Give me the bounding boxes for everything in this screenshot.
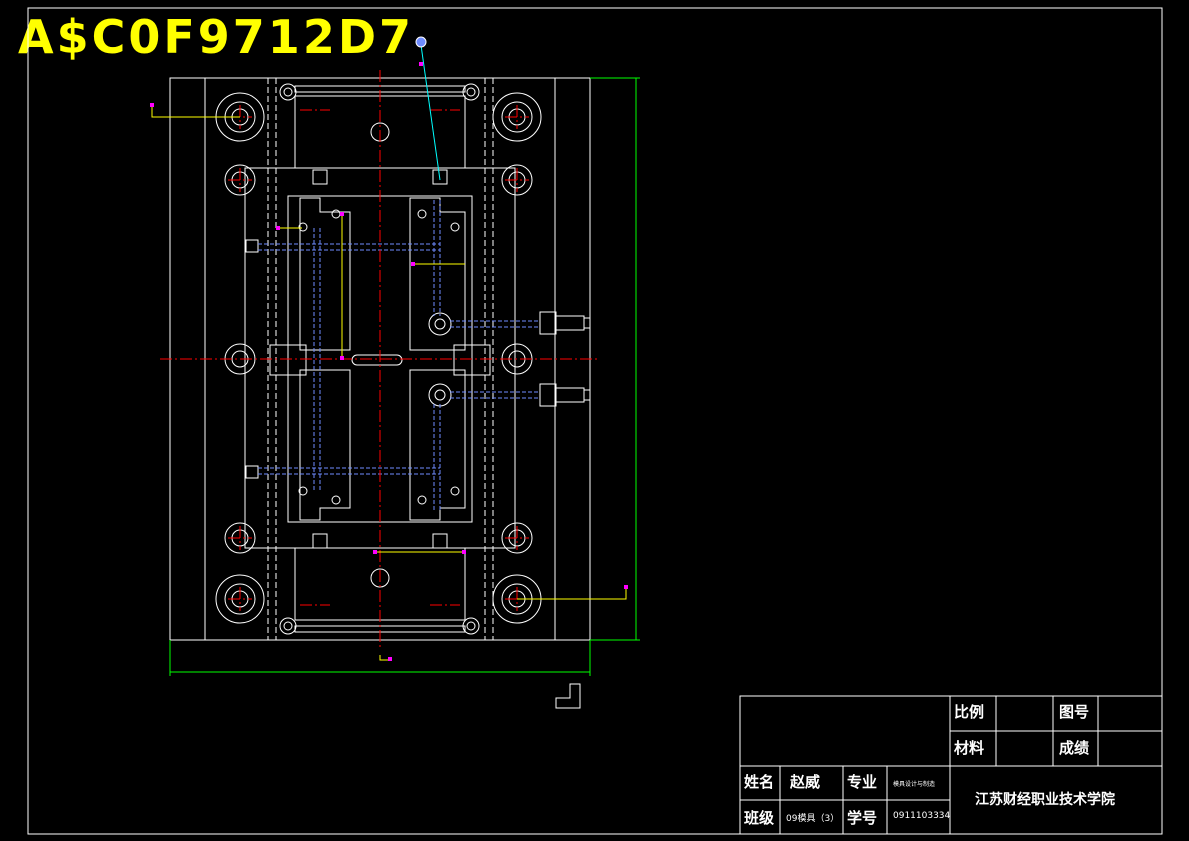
guide-pin-tr <box>492 92 542 142</box>
major-value: 模具设计与制造 <box>893 781 936 788</box>
reference-markers <box>150 62 628 661</box>
guide-pin-bl <box>215 574 265 624</box>
name-label: 姓名 <box>744 773 775 791</box>
class-label: 班级 <box>744 809 775 827</box>
centerlines <box>160 70 600 650</box>
student-no-value: 0911103334 <box>893 811 951 821</box>
leader-cyan <box>420 44 441 181</box>
major-label: 专业 <box>847 773 878 791</box>
cooling-channels <box>258 200 540 510</box>
reference-balloon <box>415 36 427 48</box>
drawing-no-label: 图号 <box>1059 703 1090 721</box>
slider-right <box>453 344 491 376</box>
class-value: 09模具（3） <box>786 814 840 824</box>
drawing-border <box>27 7 1163 835</box>
name-value: 赵威 <box>790 773 821 791</box>
dimension-lines <box>169 77 640 676</box>
cooling-fitting-lower <box>539 383 557 407</box>
slider-left <box>269 344 307 376</box>
leader-lines <box>151 106 627 661</box>
school-name: 江苏财经职业技术学院 <box>975 792 1115 808</box>
scale-label: 比例 <box>954 703 985 721</box>
student-no-label: 学号 <box>847 809 878 827</box>
grade-label: 成绩 <box>1059 739 1090 757</box>
cooling-fitting-upper <box>539 311 557 335</box>
title-block-grid <box>739 695 1163 835</box>
material-label: 材料 <box>954 739 985 757</box>
section-symbol <box>555 683 581 709</box>
drawing-stamp: A$C0F9712D7 <box>18 10 415 64</box>
